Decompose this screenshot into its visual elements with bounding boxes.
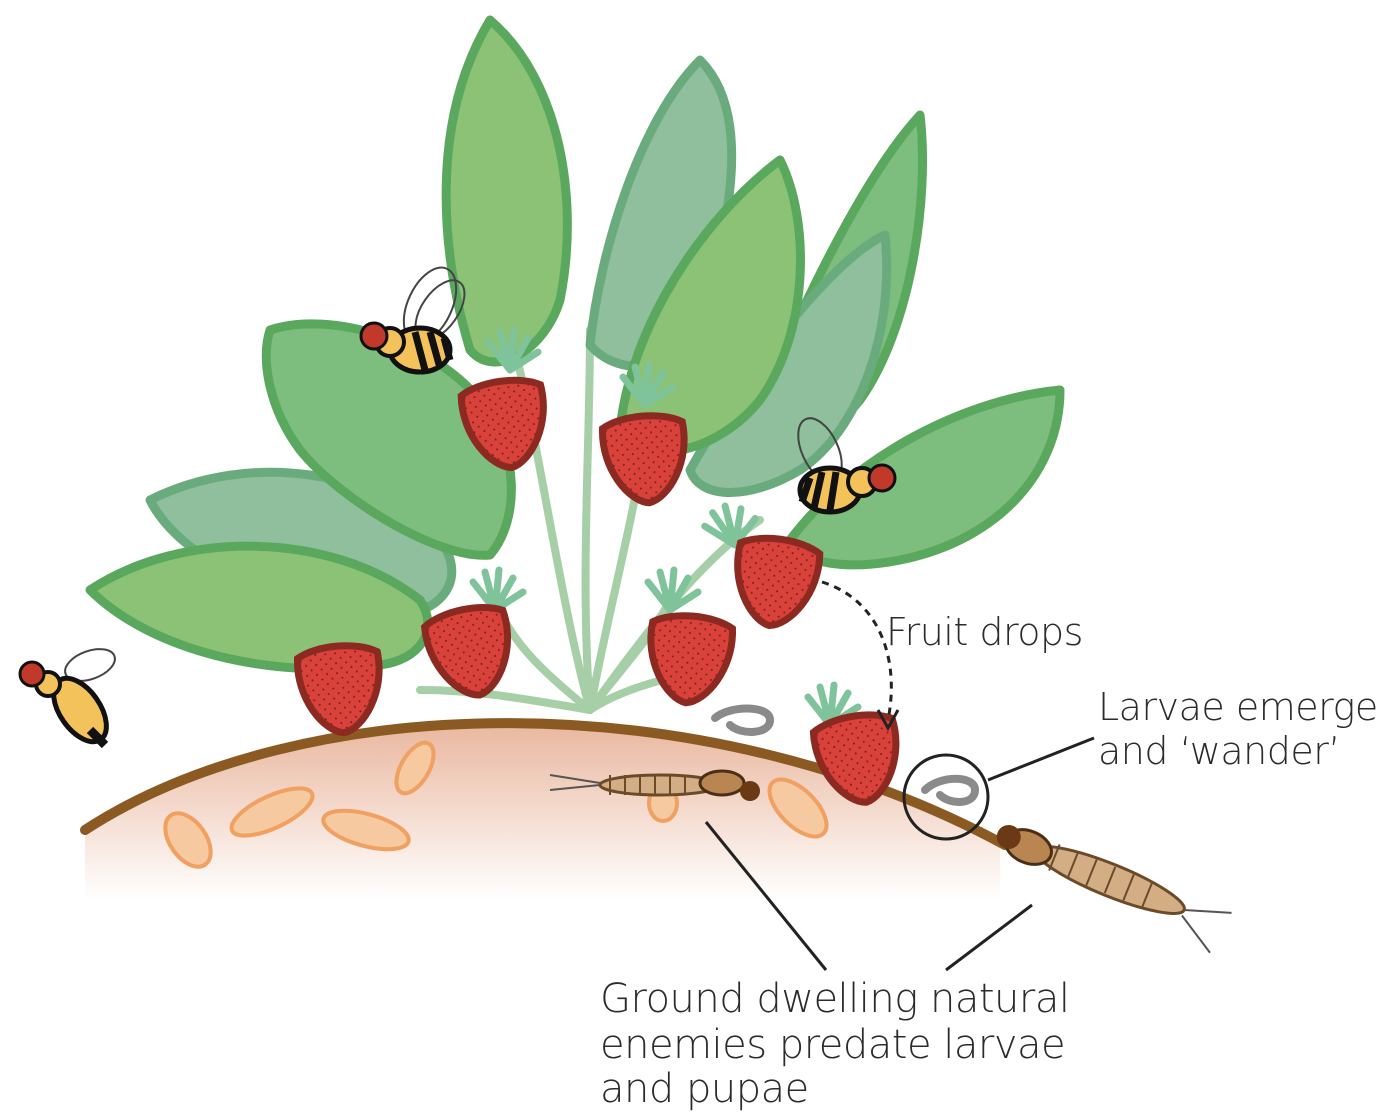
leaf	[446, 20, 567, 362]
ground-enemies-label-line-1: Ground dwelling natural	[600, 976, 1069, 1022]
strawberry	[601, 413, 690, 507]
larvae-emerge-label-line-2: and ‘wander’	[1098, 728, 1340, 774]
larva	[925, 779, 975, 802]
strawberry	[645, 613, 734, 707]
larva	[715, 708, 770, 731]
fruit-drops-label: Fruit drops	[886, 610, 1083, 654]
strawberry	[729, 534, 822, 631]
leaves	[90, 20, 1060, 669]
fly	[20, 643, 119, 751]
larvae-emerge-label-line-1: Larvae emerge	[1098, 684, 1378, 730]
strawberry	[296, 643, 385, 737]
ground-enemies-label-line-3: and pupae	[600, 1066, 809, 1112]
ground-enemies-label-line-2: enemies predate larvae	[600, 1022, 1065, 1068]
ground-predator	[986, 819, 1232, 954]
